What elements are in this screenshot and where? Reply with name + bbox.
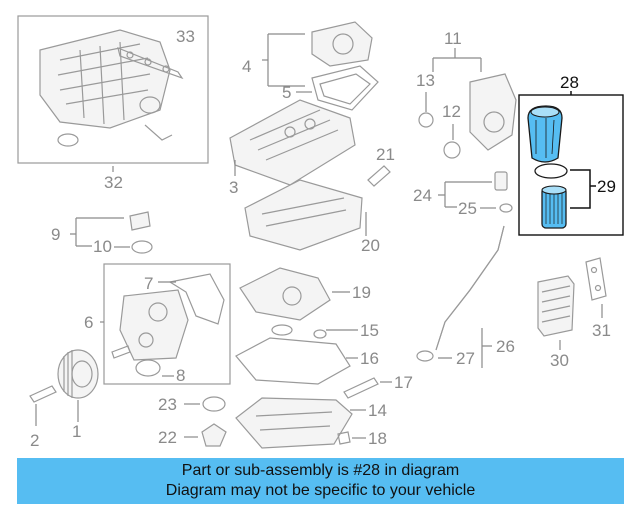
callout-14: 14 — [368, 401, 387, 420]
timing-cover[interactable] — [469, 73, 517, 151]
callout-12: 12 — [442, 102, 461, 121]
intake-manifold[interactable] — [39, 29, 173, 141]
callout-20: 20 — [361, 236, 380, 255]
callout-23: 23 — [158, 395, 177, 414]
camshaft-cover[interactable] — [229, 99, 356, 186]
intake-manifold-frame — [17, 15, 209, 164]
callout-16: 16 — [360, 349, 379, 368]
callout-15: 15 — [360, 321, 379, 340]
oil-sensor-22[interactable] — [201, 423, 227, 447]
o-ring-15[interactable] — [271, 324, 293, 336]
dipstick-seal[interactable] — [416, 350, 434, 362]
callout-1: 1 — [72, 422, 81, 441]
cooler-gasket[interactable] — [585, 257, 607, 301]
callout-11: 11 — [444, 29, 462, 48]
washer-25[interactable] — [499, 203, 513, 213]
info-banner: Part or sub-assembly is #28 in diagram D… — [17, 458, 624, 504]
callout-8: 8 — [176, 366, 185, 385]
oil-filter-element[interactable] — [541, 185, 567, 229]
housing-o-ring[interactable] — [534, 163, 568, 179]
oil-pan-lower[interactable] — [235, 397, 353, 449]
callout-26: 26 — [496, 337, 515, 356]
dipstick-tube[interactable] — [435, 225, 505, 351]
callout-19: 19 — [352, 283, 371, 302]
parts-diagram: 33 32 4 5 3 21 20 11 13 12 28 — [17, 15, 624, 450]
callout-5: 5 — [282, 83, 291, 102]
callout-21: 21 — [376, 145, 395, 164]
cover-gasket[interactable] — [311, 65, 379, 111]
callout-2: 2 — [30, 431, 39, 450]
intake-gasket[interactable] — [117, 47, 184, 80]
callout-7: 7 — [144, 274, 153, 293]
oil-pan-upper[interactable] — [244, 179, 363, 251]
oil-pan-gasket[interactable] — [235, 337, 351, 385]
breather-seal[interactable] — [131, 240, 153, 254]
callout-25: 25 — [458, 199, 477, 218]
callout-22: 22 — [158, 428, 177, 447]
oil-pump[interactable] — [239, 267, 331, 321]
callout-18: 18 — [368, 429, 387, 448]
banner-line-2: Diagram may not be specific to your vehi… — [165, 482, 476, 499]
sensor-21[interactable] — [367, 165, 391, 187]
callout-27: 27 — [456, 349, 475, 368]
callout-28: 28 — [560, 73, 579, 92]
drain-plug[interactable] — [337, 431, 351, 445]
callout-10: 10 — [93, 237, 112, 256]
seal-23[interactable] — [202, 396, 226, 412]
manifold-o-ring[interactable] — [57, 133, 79, 147]
front-cover[interactable] — [119, 289, 189, 361]
callout-32: 32 — [104, 173, 123, 192]
callout-31: 31 — [592, 321, 611, 340]
callout-13: 13 — [416, 71, 435, 90]
callout-6: 6 — [84, 313, 93, 332]
timing-cover-upper[interactable] — [311, 21, 373, 67]
front-cover-gasket[interactable] — [168, 273, 225, 325]
callout-33: 33 — [176, 27, 195, 46]
callout-17: 17 — [394, 373, 413, 392]
crankshaft-pulley[interactable] — [57, 349, 99, 399]
callout-3: 3 — [229, 178, 238, 197]
front-cover-frame — [103, 263, 231, 385]
callout-24: 24 — [413, 186, 432, 205]
oil-filter-housing[interactable] — [527, 105, 563, 163]
pulley-bolt[interactable] — [29, 385, 57, 403]
o-ring-15b[interactable] — [313, 329, 327, 339]
oil-cooler[interactable] — [537, 275, 575, 337]
callout-4: 4 — [242, 57, 251, 76]
level-sensor[interactable] — [343, 377, 379, 399]
breather-cap[interactable] — [129, 211, 151, 231]
seal-12[interactable] — [443, 141, 461, 159]
front-seal[interactable] — [135, 359, 161, 377]
banner-line-1: Part or sub-assembly is #28 in diagram — [181, 462, 460, 479]
front-cover-bolt[interactable] — [111, 345, 131, 359]
sensor-24[interactable] — [494, 171, 508, 191]
callout-9: 9 — [51, 225, 60, 244]
callout-29: 29 — [597, 177, 616, 196]
seal-13[interactable] — [418, 112, 434, 128]
callout-30: 30 — [550, 351, 569, 370]
